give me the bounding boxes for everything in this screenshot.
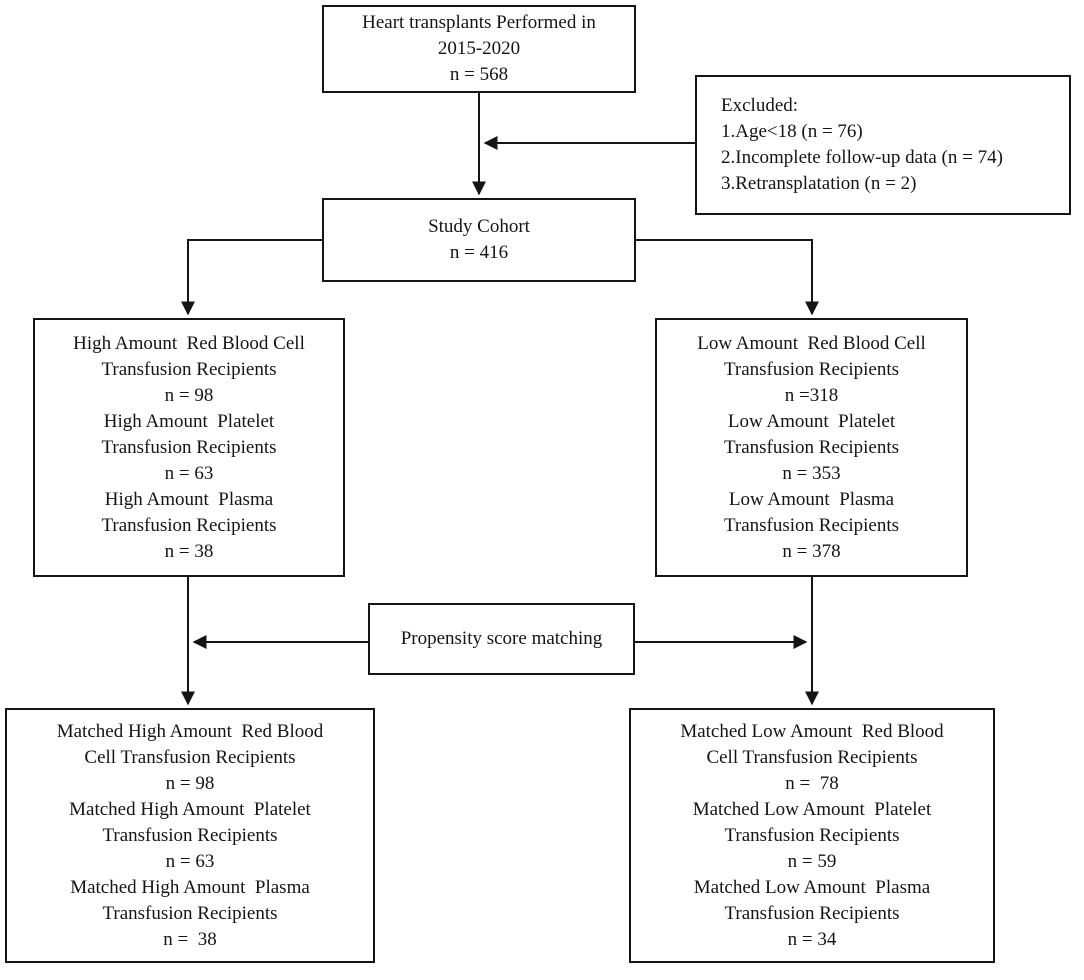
box-low-amount-recipients-text: Low Amount Red Blood Cell Transfusion Re… [697,332,926,562]
box-excluded: Excluded: 1.Age<18 (n = 76) 2.Incomplete… [695,75,1071,215]
box-heart-transplants: Heart transplants Performed in 2015-2020… [322,5,636,93]
arrow-cohort-to-high [181,239,322,316]
box-study-cohort-text: Study Cohort n = 416 [428,216,530,263]
box-matched-high-amount-recipients-text: Matched High Amount Red Blood Cell Trans… [56,720,324,950]
box-propensity-score-matching: Propensity score matching [368,603,635,675]
box-low-amount-recipients: Low Amount Red Blood Cell Transfusion Re… [655,318,968,577]
box-high-amount-recipients: High Amount Red Blood Cell Transfusion R… [33,318,345,577]
box-matched-high-amount-recipients: Matched High Amount Red Blood Cell Trans… [5,708,375,963]
box-matched-low-amount-recipients-text: Matched Low Amount Red Blood Cell Transf… [680,720,944,950]
box-study-cohort: Study Cohort n = 416 [322,198,636,282]
box-excluded-text: Excluded: 1.Age<18 (n = 76) 2.Incomplete… [721,95,1003,194]
box-propensity-score-matching-text: Propensity score matching [400,628,603,649]
box-matched-low-amount-recipients: Matched Low Amount Red Blood Cell Transf… [629,708,995,963]
box-high-amount-recipients-text: High Amount Red Blood Cell Transfusion R… [73,332,305,562]
arrow-cohort-to-low [636,239,819,316]
box-heart-transplants-text: Heart transplants Performed in 2015-2020… [362,12,596,85]
